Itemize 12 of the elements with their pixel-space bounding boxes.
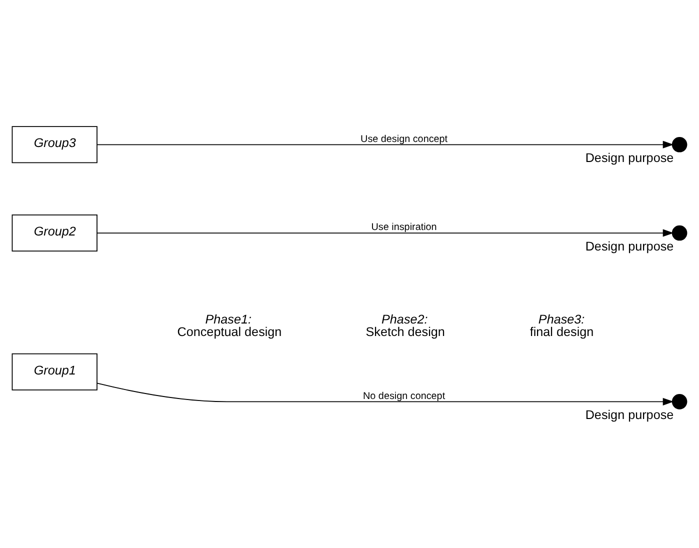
edge-label: Use design concept (360, 133, 448, 144)
node-label: Design purpose (585, 238, 674, 253)
label: Phase1: (205, 312, 252, 326)
label: Phase3: (538, 312, 585, 326)
label: Sketch design (366, 324, 445, 338)
label: Phase2: (382, 312, 428, 326)
node-label: Design purpose (585, 407, 674, 422)
edge-label: No design concept (363, 390, 446, 402)
label: final design (530, 324, 594, 338)
node-label: Design purpose (585, 150, 674, 164)
label: Conceptual design (177, 324, 282, 338)
edge-label: Use inspiration (371, 222, 437, 233)
